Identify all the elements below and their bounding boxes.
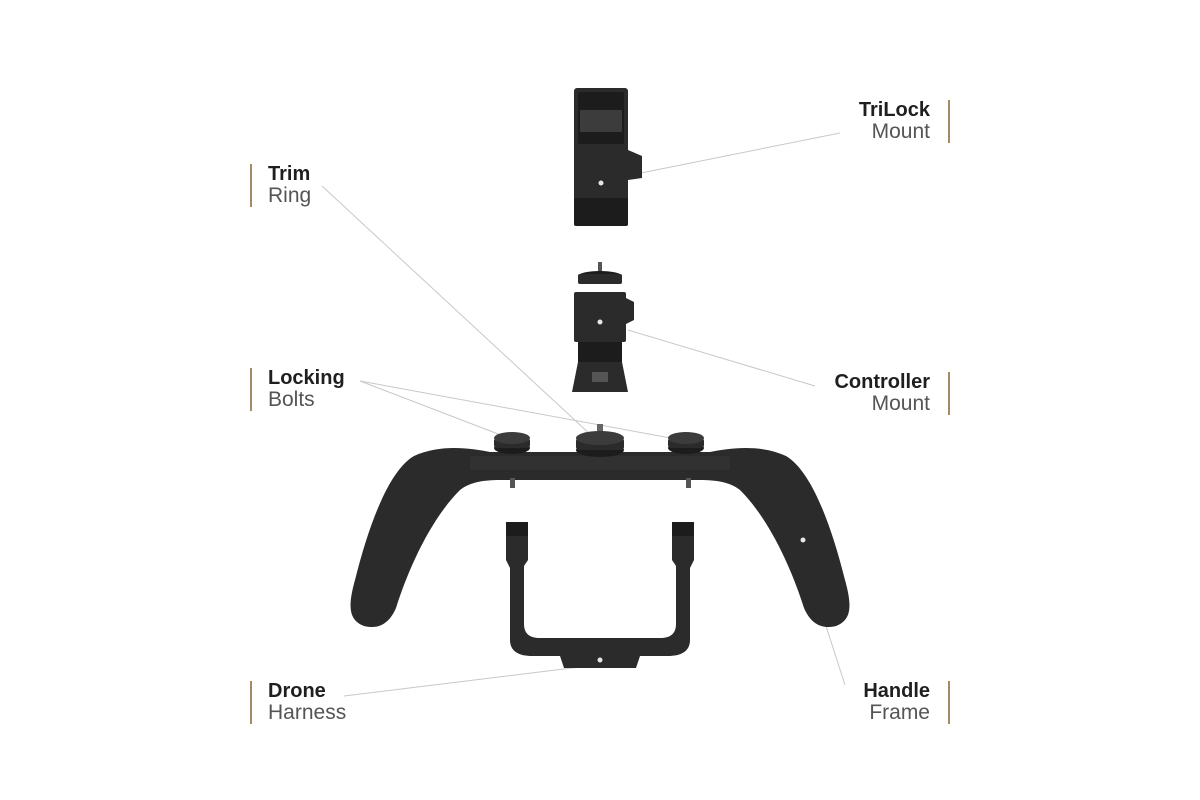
- leader-locking-left: [359, 380, 507, 438]
- label-controller-bold: Controller: [834, 371, 930, 393]
- leader-lines: [321, 132, 846, 697]
- label-controller-mount: Controller Mount: [834, 371, 950, 416]
- label-locking-bolts: Locking Bolts: [250, 367, 345, 412]
- label-handle-light: Frame: [869, 701, 930, 724]
- label-trilock-light: Mount: [871, 120, 930, 143]
- label-trilock-mount: TriLock Mount: [858, 99, 950, 144]
- label-controller-light: Mount: [871, 392, 930, 415]
- label-trim-bold: Trim: [268, 163, 311, 185]
- leader-controller: [627, 329, 816, 387]
- leader-drone: [343, 665, 589, 697]
- label-locking-bold: Locking: [268, 367, 345, 389]
- locking-bolt-icon: [494, 432, 530, 454]
- label-handle-frame: Handle Frame: [863, 680, 950, 725]
- controller-mount-icon: [572, 262, 634, 392]
- leader-trim: [321, 185, 593, 437]
- trilock-mount-icon: [574, 88, 642, 226]
- label-trim-ring: Trim Ring: [250, 163, 312, 208]
- leader-locking-right: [359, 380, 677, 440]
- label-trilock-bold: TriLock: [858, 99, 930, 121]
- label-handle-bold: Handle: [863, 680, 930, 702]
- leader-trilock: [635, 132, 841, 175]
- label-locking-light: Bolts: [268, 388, 315, 411]
- drone-harness-icon: [506, 522, 694, 668]
- trim-ring-icon: [576, 424, 624, 457]
- label-drone-bold: Drone: [268, 680, 326, 702]
- label-trim-light: Ring: [268, 184, 312, 207]
- locking-bolt-icon: [668, 432, 704, 454]
- leader-handle: [825, 625, 846, 686]
- label-drone-light: Harness: [268, 701, 347, 724]
- label-drone-harness: Drone Harness: [250, 680, 347, 725]
- handle-frame-icon: [350, 448, 850, 628]
